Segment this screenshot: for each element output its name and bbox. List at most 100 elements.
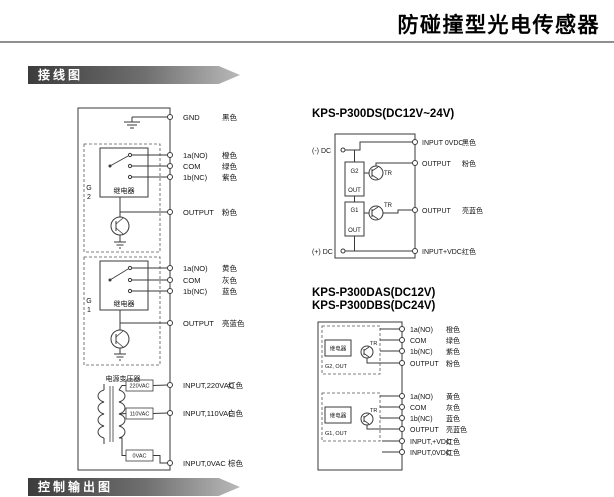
transistor-symbol (110, 329, 130, 349)
terminal-dot (399, 426, 405, 432)
terminal-dot (167, 265, 173, 271)
contact-point (127, 152, 133, 158)
section-banner-control-output: 控制输出图 (28, 478, 240, 496)
terminal-name: COM (410, 405, 427, 412)
terminal-row: 1b(NC) 紫色 (399, 347, 460, 356)
terminal-row: INPUT,110VAC 白色 (167, 408, 243, 418)
terminal-color: 亮蓝色 (462, 206, 483, 215)
terminal-name: OUTPUT (410, 427, 440, 434)
terminal-dot (399, 337, 405, 343)
model-title-ds: KPS-P300DS(DC12V~24V) (312, 108, 455, 120)
terminal-dot (167, 460, 173, 466)
terminal-name: 1a(NO) (410, 327, 433, 334)
tap-label: 110VAC (130, 412, 150, 418)
section-banner-wiring-label: 接线图 (38, 68, 84, 82)
contact-point (127, 277, 133, 283)
wiring-diagram-relay-unit: G 2 继电器 (77, 107, 245, 471)
relay-label: 继电器 (330, 412, 347, 420)
terminal-name: GND (183, 113, 200, 122)
wiring-diagram-da-db: 继电器 G2, OUT TR 继电器 G1, OUT TR (317, 321, 467, 471)
tr-label: TR (370, 408, 377, 414)
terminal-row: 1b(NC) 蓝色 (167, 286, 237, 296)
terminal-name: 1b(NC) (183, 173, 208, 182)
terminal-name: 1a(NO) (183, 264, 208, 273)
out-label: OUT (348, 188, 361, 194)
terminal-color: 粉色 (222, 207, 237, 217)
plus-dc-label: (+) DC (312, 249, 333, 256)
terminal-color: 粉色 (446, 359, 460, 368)
contact-point (127, 163, 133, 169)
terminal-name: INPUT 0VDC (422, 140, 464, 147)
terminal-dot (399, 393, 405, 399)
terminal-row: COM 绿色 (167, 161, 237, 171)
terminal-color: 亮蓝色 (446, 425, 467, 434)
terminal-row: OUTPUT 粉色 (412, 159, 476, 168)
terminal-color: 黄色 (222, 263, 237, 273)
relay2-wires (119, 154, 168, 217)
relay-box (324, 406, 352, 424)
terminal-color: 紫色 (446, 347, 460, 356)
relay-group-g2: 继电器 G2, OUT TR (321, 325, 400, 375)
terminal-color: 红色 (228, 380, 243, 390)
terminal-color: 灰色 (446, 403, 460, 412)
unit-outline (77, 107, 171, 471)
terminal-row: INPUT,0VDC 红色 (399, 448, 460, 457)
terminal-dot (167, 410, 173, 416)
terminal-name: 1b(NC) (410, 416, 433, 423)
terminal-dot (167, 174, 173, 180)
title-divider (0, 41, 614, 43)
g1-label: G1 (350, 208, 359, 214)
terminal-dot (167, 320, 173, 326)
terminal-color: 紫色 (222, 172, 237, 182)
relay-box (99, 147, 149, 198)
terminal-row: 1a(NO) 橙色 (399, 325, 460, 334)
relay-group-2: G 2 继电器 (83, 143, 168, 253)
relay-group-g1: 继电器 G1, OUT TR (321, 392, 400, 442)
terminal-row: COM 灰色 (167, 275, 237, 285)
terminal-name: INPUT+VDC (422, 249, 462, 256)
terminal-row: INPUT,0VAC 棕色 (167, 458, 243, 468)
terminal-name: 1a(NO) (410, 394, 433, 401)
relay-label: 继电器 (114, 186, 135, 195)
group2-letter: G (86, 185, 91, 192)
terminal-color: 棕色 (228, 458, 243, 468)
terminal-color: 红色 (446, 448, 460, 457)
terminal-name: INPUT,110VAC (183, 409, 234, 418)
terminal-name: OUTPUT (410, 361, 440, 368)
terminal-color: 橙色 (222, 150, 237, 160)
terminal-dot (412, 207, 418, 213)
group1-dashed-outline (321, 392, 381, 442)
ground-symbol (114, 348, 126, 361)
terminal-dot (412, 160, 418, 166)
group1-number: 1 (87, 307, 91, 314)
terminal-dot (399, 326, 405, 332)
terminal-color: 黑色 (222, 112, 237, 122)
tr-label: TR (384, 171, 393, 177)
power-wires (382, 440, 400, 453)
group1-dashed-outline (83, 256, 161, 366)
minus-dc-label: (-) DC (312, 148, 331, 155)
tap-label: 220VAC (129, 384, 149, 390)
primary-winding (97, 389, 105, 439)
terminal-row: OUTPUT 亮蓝色 (167, 318, 245, 328)
terminal-dot (167, 152, 173, 158)
terminal-name: OUTPUT (183, 319, 214, 328)
transistor-symbol (360, 345, 374, 359)
g1-out-label: G1, OUT (325, 431, 348, 437)
terminal-row: INPUT 0VDC 黑色 (412, 138, 476, 147)
tr-label: TR (384, 203, 393, 209)
relay-label: 继电器 (330, 345, 347, 353)
terminal-color: 亮蓝色 (222, 318, 245, 328)
terminal-row: OUTPUT 粉色 (167, 207, 237, 217)
model-title-das-dbs: KPS-P300DAS(DC12V) KPS-P300DBS(DC24V) (312, 287, 435, 313)
tap-label: 0VAC (133, 454, 147, 460)
terminal-dot (399, 438, 405, 444)
transistor-symbol (110, 216, 130, 236)
terminal-color: 白色 (228, 408, 243, 418)
terminal-dot (399, 348, 405, 354)
terminal-name: OUTPUT (422, 161, 452, 168)
group2-dashed-outline (321, 325, 381, 375)
model-title-dbs: KPS-P300DBS(DC24V) (312, 300, 436, 312)
terminal-dot (399, 360, 405, 366)
terminal-color: 灰色 (222, 275, 237, 285)
